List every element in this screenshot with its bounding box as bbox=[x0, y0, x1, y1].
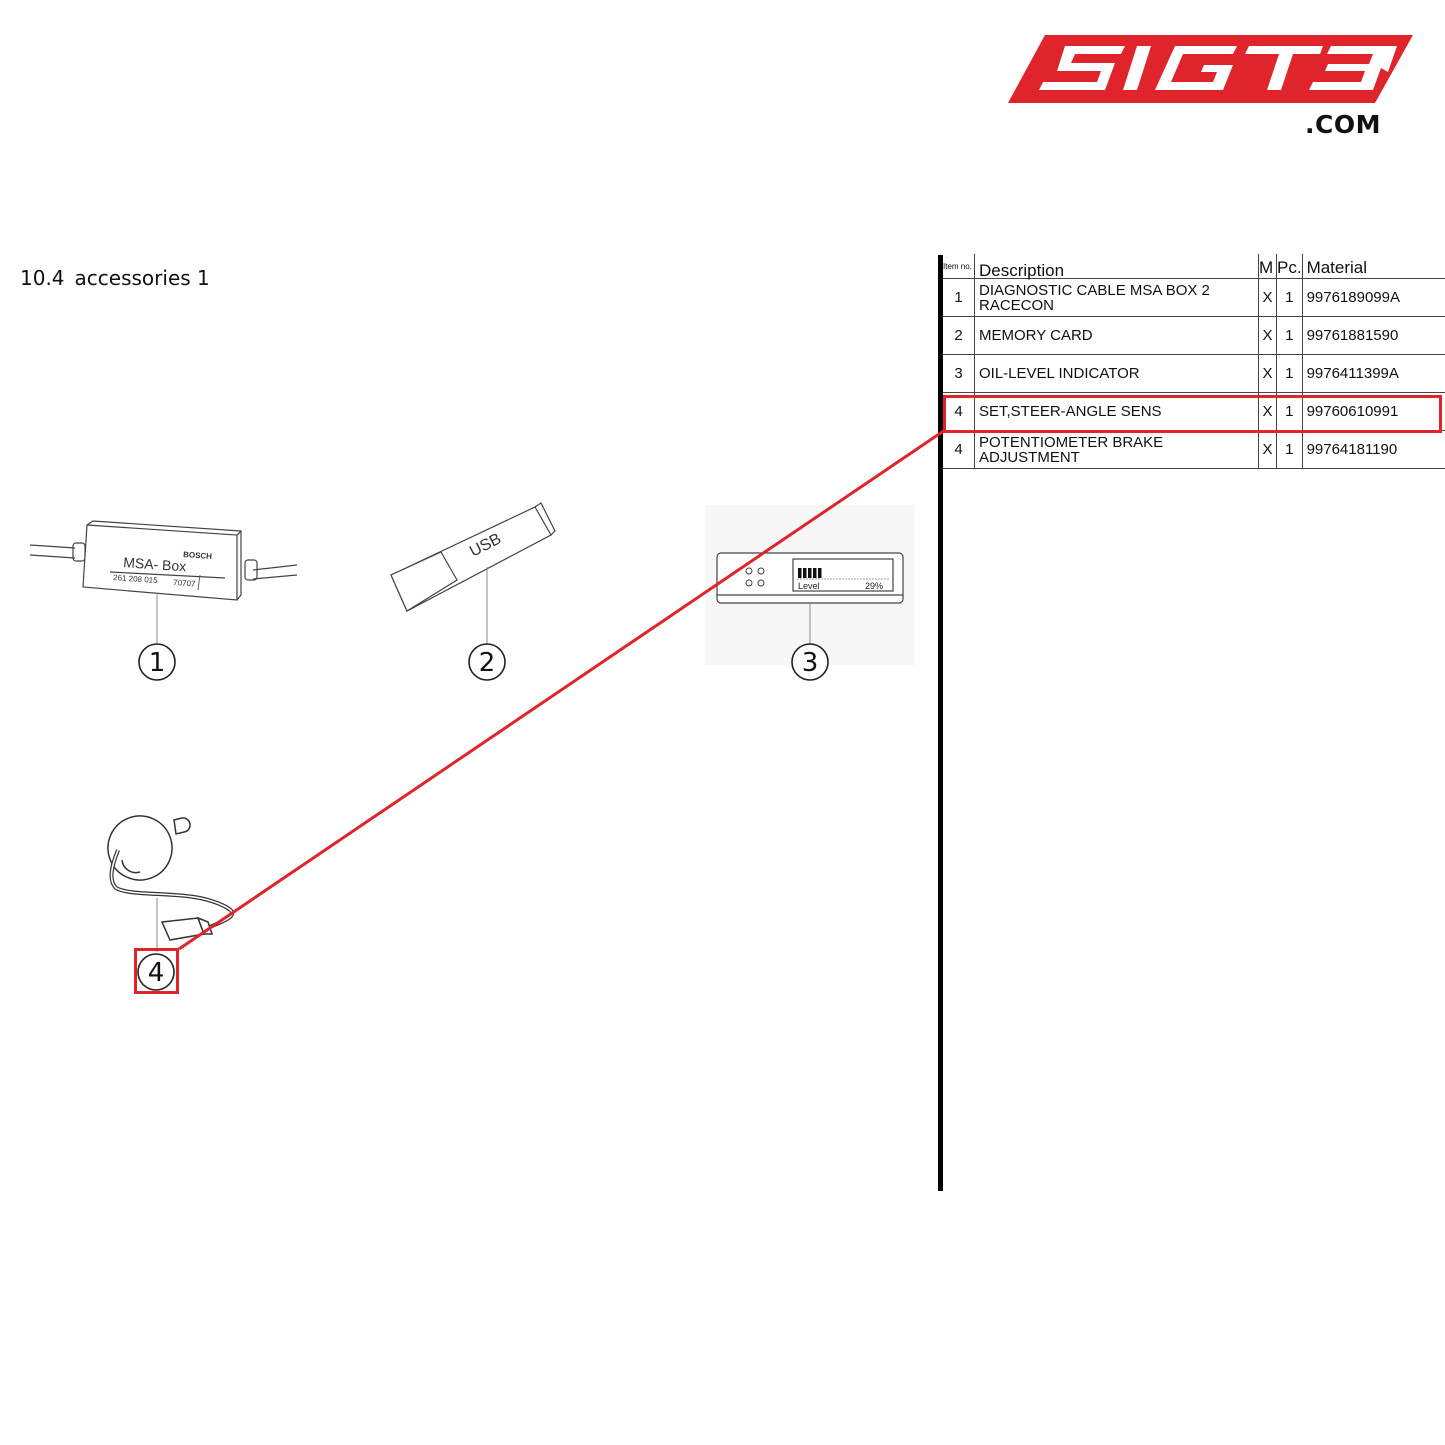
display-label: Level bbox=[798, 581, 820, 591]
table-row[interactable]: 1 DIAGNOSTIC CABLE MSA BOX 2 RACECON X 1… bbox=[943, 278, 1445, 317]
msa-box-illustration[interactable]: BOSCH MSA- Box 261 208 015 70707 1 bbox=[25, 515, 305, 685]
logo-domain-suffix: .COM bbox=[1305, 110, 1381, 139]
header-description: Description bbox=[974, 254, 1259, 279]
cell-pc: 1 bbox=[1276, 430, 1303, 469]
cell-description: SET,STEER-ANGLE SENS bbox=[974, 392, 1259, 431]
section-number: 10.4 bbox=[20, 266, 65, 290]
callout-circle-1[interactable] bbox=[138, 643, 176, 681]
callout-number-4: 4 bbox=[148, 958, 165, 988]
usb-stick-illustration[interactable]: USB 2 bbox=[385, 495, 565, 685]
oil-level-indicator-illustration[interactable]: Level 29% 3 bbox=[705, 505, 915, 690]
cell-item: 3 bbox=[943, 354, 975, 393]
table-header-row: Item no. Description M Pc. Material bbox=[943, 254, 1445, 279]
msa-label: MSA- Box bbox=[123, 554, 187, 574]
level-bar-segment bbox=[813, 568, 817, 578]
level-bar-segment bbox=[803, 568, 807, 578]
display-value: 29% bbox=[865, 581, 883, 591]
sigt3-logo[interactable]: .COM bbox=[1005, 30, 1415, 145]
cell-material: 99764181190 bbox=[1301, 430, 1445, 469]
level-bar-segment bbox=[818, 568, 822, 578]
callout-number-3: 3 bbox=[802, 648, 819, 678]
cell-pc: 1 bbox=[1276, 278, 1303, 317]
cell-pc: 1 bbox=[1276, 354, 1303, 393]
cell-item: 2 bbox=[943, 316, 975, 355]
cell-m: X bbox=[1258, 316, 1277, 355]
cell-material: 9976189099A bbox=[1301, 278, 1445, 317]
header-m: M bbox=[1258, 254, 1277, 279]
header-item-no: Item no. bbox=[943, 254, 975, 279]
callout-number-1: 1 bbox=[149, 648, 166, 678]
callout-circle-4[interactable] bbox=[137, 953, 175, 991]
table-row-highlighted[interactable]: 4 SET,STEER-ANGLE SENS X 1 99760610991 bbox=[943, 392, 1445, 431]
msa-part-no: 261 208 015 bbox=[113, 573, 159, 585]
cell-item: 1 bbox=[943, 278, 975, 317]
cell-description: MEMORY CARD bbox=[974, 316, 1259, 355]
cell-description: OIL-LEVEL INDICATOR bbox=[974, 354, 1259, 393]
table-row[interactable]: 4 POTENTIOMETER BRAKE ADJUSTMENT X 1 997… bbox=[943, 430, 1445, 469]
cell-material: 9976411399A bbox=[1301, 354, 1445, 393]
table-row[interactable]: 3 OIL-LEVEL INDICATOR X 1 9976411399A bbox=[943, 354, 1445, 393]
level-bar-segment bbox=[808, 568, 812, 578]
cell-material: 99761881590 bbox=[1301, 316, 1445, 355]
cell-pc: 1 bbox=[1276, 316, 1303, 355]
cell-description: POTENTIOMETER BRAKE ADJUSTMENT bbox=[974, 430, 1259, 469]
header-material: Material bbox=[1301, 254, 1445, 279]
cell-material: 99760610991 bbox=[1301, 392, 1445, 431]
section-name: accessories 1 bbox=[74, 266, 210, 290]
parts-table: Item no. Description M Pc. Material 1 DI… bbox=[943, 254, 1445, 469]
msa-code: 70707 bbox=[173, 578, 196, 589]
cell-m: X bbox=[1258, 278, 1277, 317]
cell-item: 4 bbox=[943, 392, 975, 431]
cell-m: X bbox=[1258, 430, 1277, 469]
callout-highlight-box bbox=[134, 948, 179, 994]
cell-description: DIAGNOSTIC CABLE MSA BOX 2 RACECON bbox=[974, 278, 1259, 317]
cell-m: X bbox=[1258, 354, 1277, 393]
header-pc: Pc. bbox=[1276, 254, 1303, 279]
logo-mark bbox=[1008, 35, 1413, 103]
section-title: 10.4 accessories 1 bbox=[20, 266, 220, 290]
level-bar-segment bbox=[798, 568, 802, 578]
callout-number-2: 2 bbox=[479, 648, 496, 678]
row-highlight-box bbox=[943, 395, 1442, 433]
cell-item: 4 bbox=[943, 430, 975, 469]
table-row[interactable]: 2 MEMORY CARD X 1 99761881590 bbox=[943, 316, 1445, 355]
